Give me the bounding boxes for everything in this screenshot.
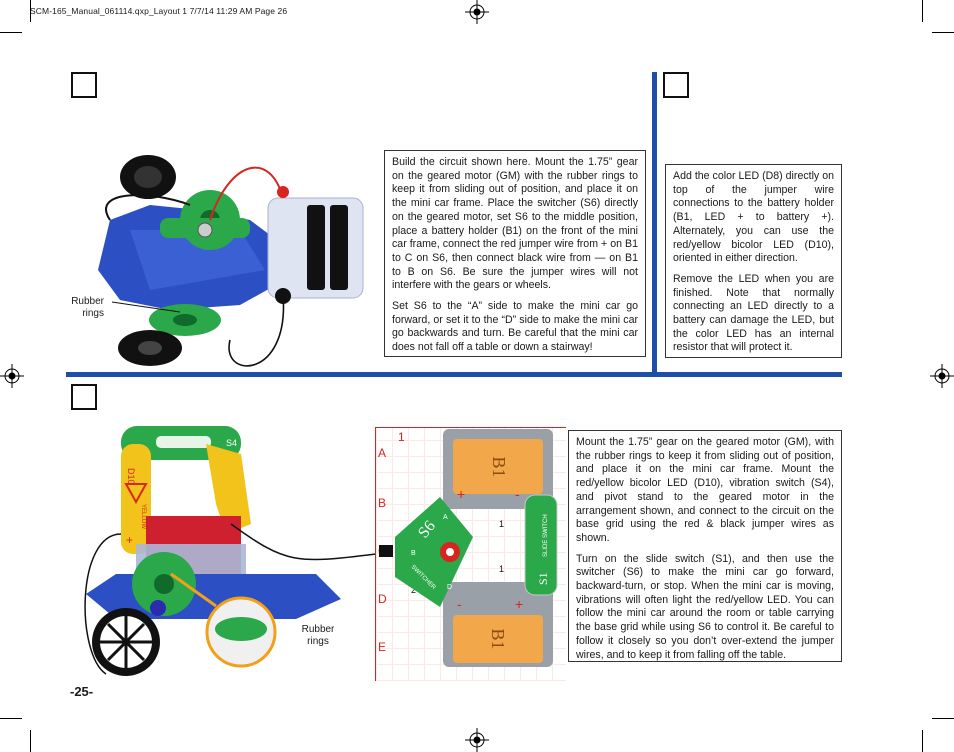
project-b-instructions: Add the color LED (D8) directly on top o…	[665, 164, 842, 358]
battery-plus-label: +	[515, 596, 523, 612]
page-number: -25-	[70, 684, 94, 699]
paragraph: Build the circuit shown here. Mount the …	[392, 156, 638, 292]
paragraph: Turn on the slide switch (S1), and then …	[576, 552, 834, 661]
crop-mark	[932, 32, 954, 33]
crop-mark	[0, 718, 22, 719]
registration-mark-icon	[465, 0, 489, 24]
project-number-box-b	[663, 72, 689, 98]
battery-minus-label: -	[515, 486, 520, 502]
part-label-d10: D10	[126, 468, 136, 485]
crop-mark	[932, 718, 954, 719]
battery-minus-label: -	[457, 596, 462, 612]
crop-mark	[922, 730, 923, 752]
base-grid-parts: B1 B1 + - - + 1 1 2 S6 SWITCHER A B D S1…	[379, 429, 558, 667]
crop-mark	[922, 0, 923, 22]
switcher-pin-d: D	[447, 584, 452, 591]
switcher-label: S6	[415, 518, 439, 542]
paragraph: Remove the LED when you are finished. No…	[673, 272, 834, 354]
slide-switch-word-label: SLIDE SWITCH	[543, 514, 549, 557]
grid-column-label: 1	[398, 430, 405, 444]
registration-mark-icon	[0, 364, 24, 388]
crop-mark	[0, 32, 22, 33]
section-divider-vertical	[652, 72, 657, 374]
print-slug-line: SCM-165_Manual_061114.qxp_Layout 1 7/7/1…	[30, 6, 288, 16]
slide-switch-label: S1	[536, 572, 550, 585]
grid-row-label: E	[378, 640, 387, 654]
registration-mark-icon	[465, 728, 489, 752]
paragraph: Mount the 1.75” gear on the geared motor…	[576, 436, 834, 544]
paragraph: Set S6 to the “A” side to make the mini …	[392, 300, 638, 354]
connector-number: 1	[499, 519, 504, 529]
battery-label-bottom: B1	[488, 628, 508, 649]
part-label-s4: S4	[226, 438, 237, 448]
rubber-rings-label-c: Rubber rings	[301, 624, 335, 647]
led-plus-label: +	[126, 533, 133, 547]
switcher-pin-b: B	[411, 550, 416, 557]
connector-number: 2	[411, 585, 416, 595]
battery-plus-label: +	[457, 486, 465, 502]
rubber-rings-label-a: Rubber rings	[71, 296, 104, 319]
led-color-label: YELLOW	[140, 504, 146, 529]
switcher-pin-a: A	[443, 514, 448, 521]
grid-row-label: D	[378, 592, 387, 606]
crop-mark	[30, 730, 31, 752]
mini-car-illustration-a	[98, 155, 364, 367]
project-c-instructions: Mount the 1.75” gear on the geared motor…	[568, 430, 842, 662]
section-divider-horizontal	[66, 372, 842, 377]
crop-mark	[30, 0, 31, 22]
battery-label-top: B1	[489, 456, 509, 477]
project-number-box-a	[71, 72, 97, 98]
project-a-instructions: Build the circuit shown here. Mount the …	[384, 150, 646, 357]
grid-row-label: A	[378, 446, 387, 460]
connector-number: 1	[499, 564, 504, 574]
project-number-box-c	[71, 384, 97, 410]
registration-mark-icon	[930, 364, 954, 388]
grid-row-label: B	[378, 496, 387, 510]
mini-car-illustration-c: S4 + D10 YELLOW	[84, 426, 376, 676]
paragraph: Add the color LED (D8) directly on top o…	[673, 170, 834, 265]
